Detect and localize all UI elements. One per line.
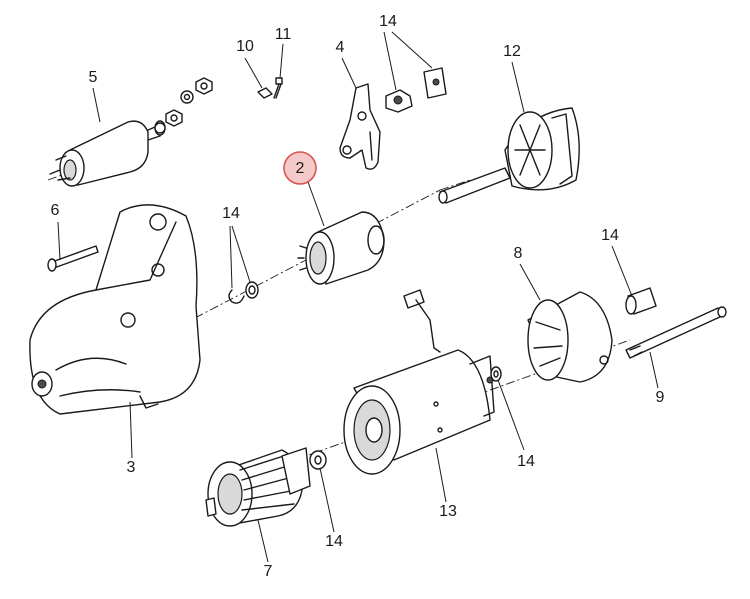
part-armature	[205, 447, 311, 527]
callout-labels: 2 3 4 5 6 7 8 9 10 11 12 13 14 14 14 14 …	[51, 13, 665, 580]
callout-5[interactable]: 5	[89, 69, 98, 86]
callout-11[interactable]: 11	[275, 26, 292, 43]
part-drive-pinion	[297, 211, 385, 285]
highlight-marker	[283, 151, 317, 185]
callout-12[interactable]: 12	[503, 43, 521, 60]
callout-14-bushing[interactable]: 14	[601, 227, 619, 244]
part-washer	[309, 450, 327, 470]
callout-4[interactable]: 4	[336, 39, 345, 56]
leader-lines	[57, 31, 659, 563]
part-circlip-ring	[228, 281, 259, 304]
callout-2[interactable]: 2	[296, 160, 305, 177]
callout-14-right[interactable]: 14	[517, 453, 535, 470]
callout-7[interactable]: 7	[264, 563, 273, 580]
callout-9[interactable]: 9	[656, 389, 665, 406]
callout-13[interactable]: 13	[439, 503, 457, 520]
callout-14-top[interactable]: 14	[379, 13, 397, 30]
part-nut-and-screw	[257, 77, 283, 99]
part-drive-end-shaft	[438, 107, 580, 204]
part-housing	[29, 204, 201, 415]
part-end-cover	[527, 291, 613, 383]
part-pin-bracket	[385, 67, 447, 113]
callout-6[interactable]: 6	[51, 202, 60, 219]
part-bushing	[625, 287, 657, 315]
part-ring-right	[490, 366, 502, 382]
callout-3[interactable]: 3	[127, 459, 136, 476]
part-lever-fork	[339, 83, 381, 170]
callout-14-bottom[interactable]: 14	[325, 533, 343, 550]
part-tie-bolt	[625, 306, 727, 359]
callout-8[interactable]: 8	[514, 245, 523, 262]
callout-14-left[interactable]: 14	[222, 205, 240, 222]
callout-10[interactable]: 10	[236, 38, 254, 55]
part-stator-yoke	[343, 289, 495, 475]
part-long-screw	[47, 245, 99, 272]
part-solenoid	[49, 77, 213, 187]
